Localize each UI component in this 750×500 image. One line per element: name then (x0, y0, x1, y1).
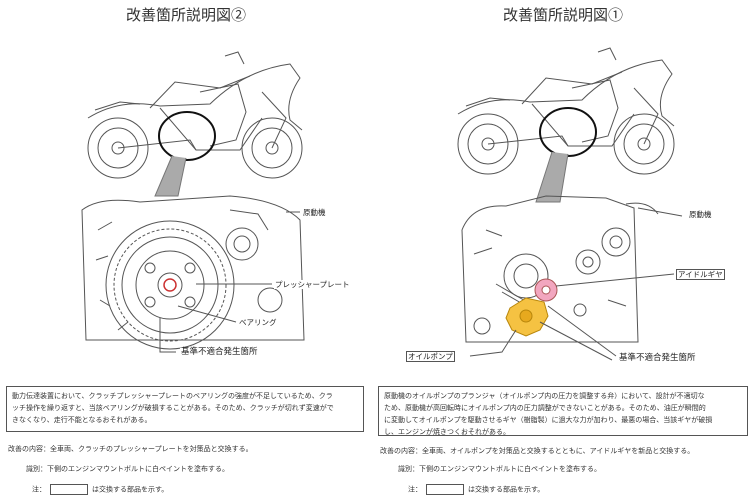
left-legend-suffix: は交換する部品を示す。 (92, 485, 169, 494)
left-diagram (81, 51, 305, 353)
right-label-idle-gear: アイドルギヤ (676, 269, 725, 280)
left-label-defect-location: 基準不適合発生箇所 (180, 347, 259, 357)
left-improvement-note: 改善の内容：全車両、クラッチのプレッシャープレートを対策品と交換する。 (8, 445, 253, 453)
right-identification-note: 識別：下側のエンジンマウントボルトに白ペイントを塗布する。 (398, 465, 601, 473)
left-description-box: 動力伝達装置において、クラッチプレッシャープレートのベアリングの強度が不足してい… (6, 386, 364, 432)
right-description-line: に変動してオイルポンプを駆動させるギヤ（樹脂製）に過大な力が加わり、最悪の場合、… (384, 416, 713, 424)
left-panel: 改善箇所説明図② (0, 0, 372, 500)
left-clutch-illustration (81, 195, 305, 350)
right-improvement-note: 改善の内容：全車両、オイルポンプを対策品と交換するとともに、アイドルギヤを新品と… (380, 447, 695, 455)
left-legend-note: 注： は交換する部品を示す。 (32, 484, 168, 495)
right-description-line: ため、原動機が高回転時にオイルポンプ内の圧力調整ができないことがある。そのため、… (384, 404, 706, 412)
right-legend-suffix: は交換する部品を示す。 (468, 485, 545, 494)
left-legend-prefix: 注： (32, 485, 46, 494)
right-legend-prefix: 注： (408, 485, 422, 494)
left-leader-defect (159, 318, 176, 353)
right-legend-note: 注： は交換する部品を示す。 (408, 484, 544, 495)
right-description-line: し、エンジンが焼きつくおそれがある。 (384, 428, 510, 436)
left-motorcycle-illustration (87, 51, 303, 179)
left-description-line: ッチ操作を繰り返すと、当該ベアリングが破損することがある。そのため、クラッチが切… (12, 404, 334, 412)
right-title: 改善箇所説明図① (502, 6, 623, 24)
right-leader-defect-b (539, 321, 613, 361)
left-description-line: 動力伝達装置において、クラッチプレッシャープレートのベアリングの強度が不足してい… (12, 392, 333, 400)
right-pointer (535, 151, 569, 203)
left-title: 改善箇所説明図② (125, 6, 246, 24)
right-leader-engine (637, 207, 683, 217)
right-leader-oil-pump (469, 329, 517, 357)
left-description-line: きなくなり、走行不能となるおそれがある。 (12, 416, 152, 424)
right-description-box: 原動機のオイルポンプのプランジャ（オイルポンプ内の圧力を調整する弁）において、設… (378, 386, 748, 436)
right-label-engine: 原動機 (688, 210, 713, 219)
left-label-engine: 原動機 (302, 208, 327, 217)
left-label-pressure-plate: プレッシャープレート (274, 280, 351, 289)
right-panel: 改善箇所説明図① (376, 0, 750, 500)
right-engine-illustration (461, 195, 659, 343)
right-leader-idle-gear (555, 273, 675, 287)
right-diagram (457, 47, 683, 361)
right-label-oil-pump: オイルポンプ (406, 351, 455, 362)
right-leader-defect-a (547, 305, 617, 357)
left-highlight-circle (158, 111, 216, 161)
right-description-line: 原動機のオイルポンプのプランジャ（オイルポンプ内の圧力を調整する弁）において、設… (384, 392, 705, 400)
right-label-defect-location: 基準不適合発生箇所 (618, 353, 697, 363)
right-highlight-circle (539, 107, 597, 157)
left-identification-note: 識別：下側のエンジンマウントボルトに白ペイントを塗布する。 (26, 465, 229, 473)
left-label-bearing: ベアリング (238, 318, 278, 327)
right-motorcycle-illustration (457, 47, 675, 175)
left-pointer (154, 155, 187, 197)
left-leader-bearing (177, 305, 237, 323)
legend-swatch (50, 484, 88, 495)
legend-swatch (426, 484, 464, 495)
